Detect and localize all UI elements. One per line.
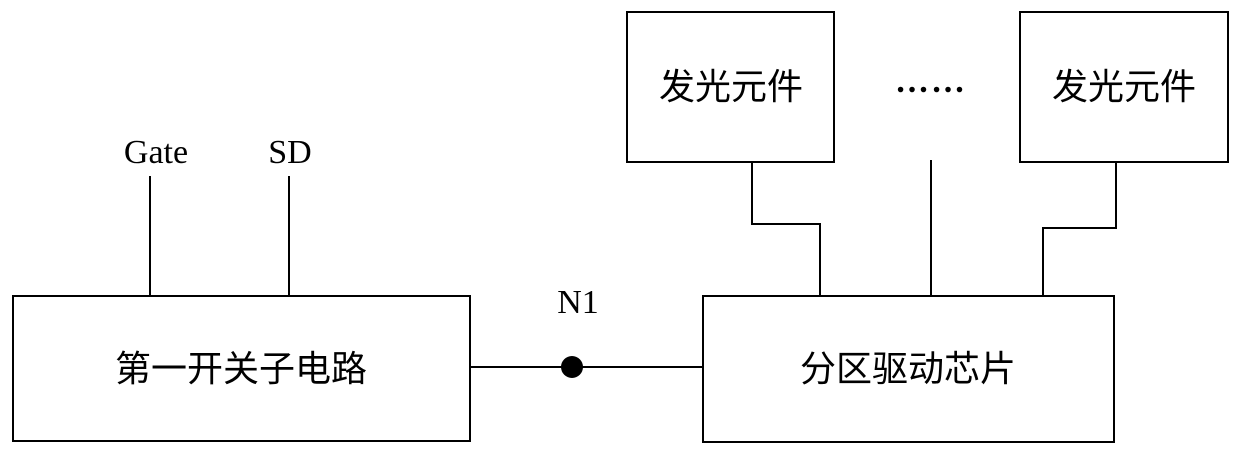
switch-subcircuit-label: 第一开关子电路 [115,349,367,390]
zone-driver-chip-label: 分区驱动芯片 [800,349,1016,390]
ellipsis-label: …… [895,63,967,100]
light-element-n-wire [1043,162,1116,296]
light-element-n-label: 发光元件 [1052,67,1196,108]
zone-driver-chip-block: 分区驱动芯片 [703,296,1114,442]
light-element-1-wire [752,162,820,296]
light-element-1-label: 发光元件 [659,67,803,108]
sd-signal-label: SD [268,134,311,171]
light-element-1-block: 发光元件 [627,12,834,162]
n1-node-label: N1 [557,284,599,321]
light-element-n-block: 发光元件 [1020,12,1228,162]
n1-node-dot [561,356,583,378]
switch-subcircuit-block: 第一开关子电路 [13,296,470,441]
gate-signal-label: Gate [124,134,188,171]
